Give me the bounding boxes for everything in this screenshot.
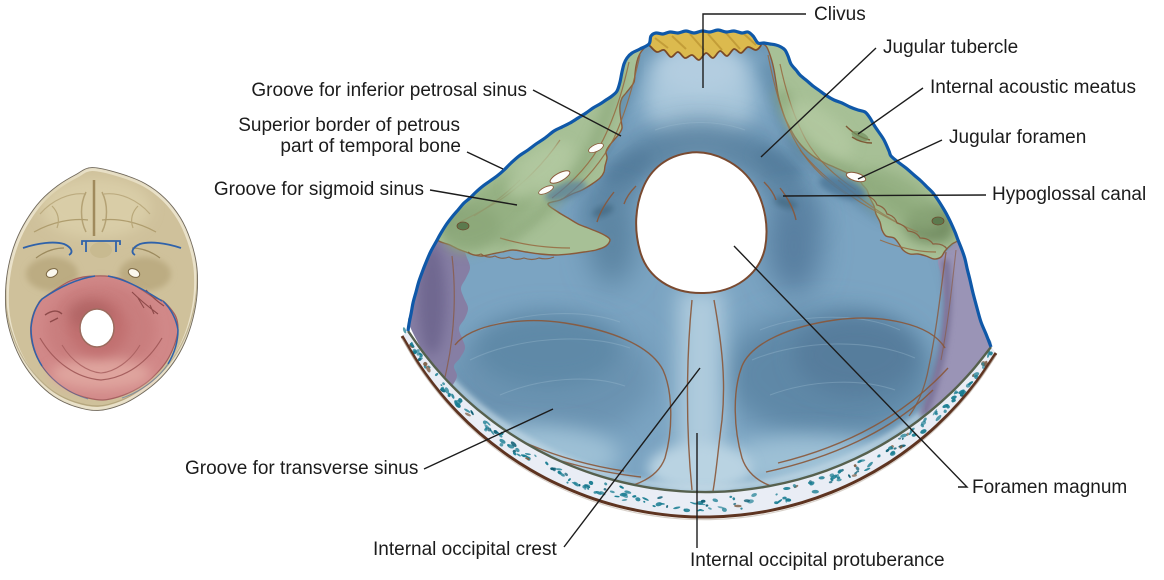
svg-text:Clivus: Clivus <box>814 4 866 25</box>
svg-text:Foramen magnum: Foramen magnum <box>972 477 1127 498</box>
svg-text:Jugular foramen: Jugular foramen <box>949 127 1086 148</box>
svg-text:Groove for transverse sinus: Groove for transverse sinus <box>185 458 418 479</box>
svg-text:Hypoglossal canal: Hypoglossal canal <box>992 184 1146 205</box>
svg-text:Superior border of petrous: Superior border of petrous <box>238 115 460 136</box>
svg-text:Jugular tubercle: Jugular tubercle <box>883 37 1018 58</box>
svg-text:part of temporal bone: part of temporal bone <box>280 136 461 157</box>
svg-text:Internal occipital protuberanc: Internal occipital protuberance <box>690 550 945 571</box>
svg-text:Internal occipital crest: Internal occipital crest <box>373 539 557 560</box>
svg-text:Groove for sigmoid sinus: Groove for sigmoid sinus <box>214 179 424 200</box>
svg-text:Internal acoustic meatus: Internal acoustic meatus <box>930 77 1136 98</box>
svg-text:Groove for inferior petrosal s: Groove for inferior petrosal sinus <box>251 80 527 101</box>
